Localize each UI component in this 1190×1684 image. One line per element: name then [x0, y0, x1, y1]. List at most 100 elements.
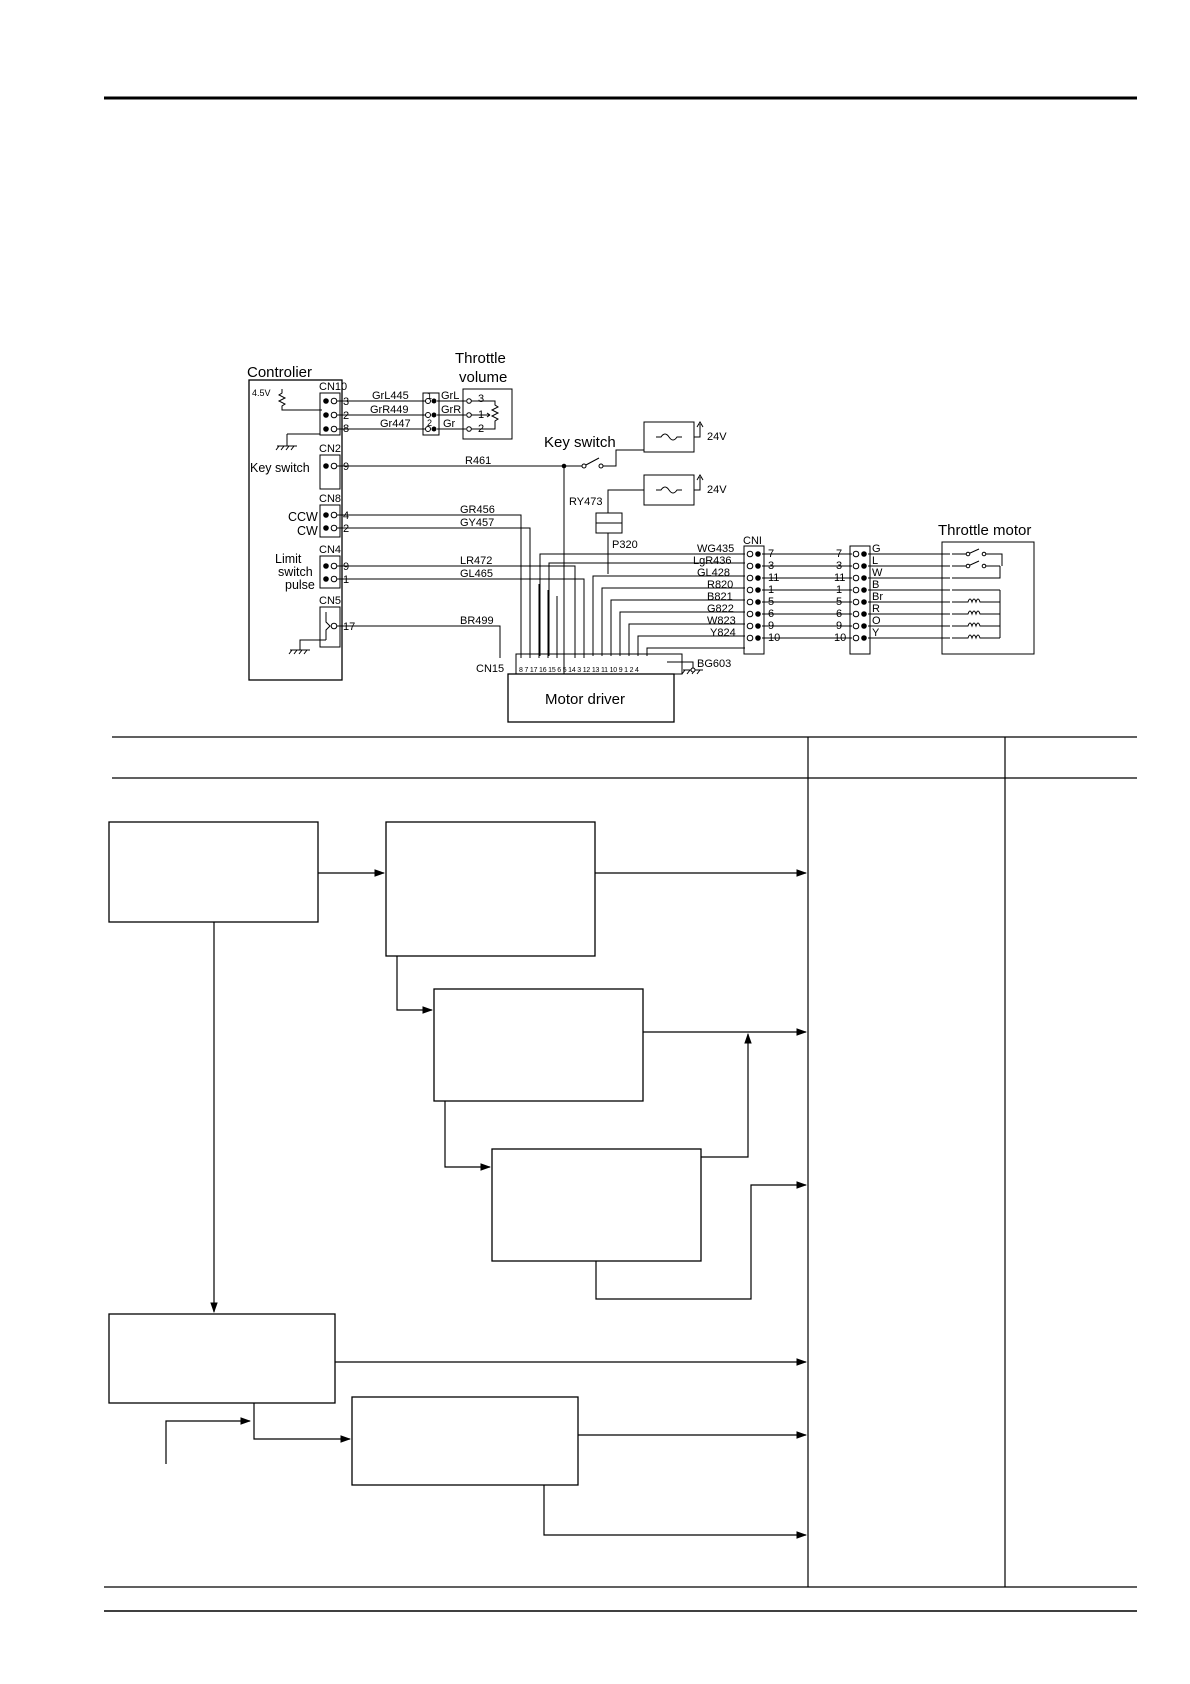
- tv-wire-grr: GrR: [441, 404, 461, 416]
- arrow-box6-down: [543, 1485, 808, 1539]
- wire-br499: BR499: [460, 615, 494, 627]
- arrow-box3-to-box4: [444, 1101, 492, 1171]
- arrow-input-to-box5: [165, 1417, 252, 1464]
- cn4-pin-9: 9: [343, 561, 349, 573]
- motor-color-l: L: [872, 555, 878, 567]
- key-switch-label: Key switch: [544, 434, 616, 451]
- motor-wire-4: R820: [707, 579, 733, 591]
- motor-harness: [539, 553, 745, 656]
- throttle-volume-label-1: Throttle: [455, 350, 506, 367]
- controller-box: [248, 379, 343, 681]
- tv-pin-1: 1: [427, 391, 432, 401]
- flow-box-5: [108, 1313, 336, 1404]
- cw-label: CW: [297, 524, 318, 538]
- ground-cn10: [275, 434, 297, 451]
- motor-wire-7: W823: [707, 615, 736, 627]
- switch-label: switch: [278, 565, 313, 579]
- cn15-pin-row: 8 7 17 16 15 6 5 14 3 12 13 11 10 9 1 2 …: [519, 667, 639, 674]
- voltage-24v-2: 24V: [707, 484, 727, 496]
- cn4-label: CN4: [319, 544, 341, 556]
- cn2-label: CN2: [319, 443, 341, 455]
- motor-color-y: Y: [872, 627, 880, 639]
- cn4-housing: [319, 555, 341, 589]
- cn2-pin-9: 9: [343, 461, 349, 473]
- motor-color-br: Br: [872, 591, 883, 603]
- wire-grl445: GrL445: [372, 390, 409, 402]
- key-switch-contact: [583, 449, 644, 467]
- flow-box-3: [433, 988, 644, 1102]
- cni-label: CNI: [743, 535, 762, 547]
- motor-driver-label: Motor driver: [545, 691, 625, 708]
- motor-coils: [952, 590, 1001, 640]
- motor-wire-8: Y824: [710, 627, 736, 639]
- motor-wire-3: GL428: [697, 567, 730, 579]
- motor-wire-6: G822: [707, 603, 734, 615]
- tv-pin-2: 2: [427, 418, 432, 428]
- voltage-24v-1: 24V: [707, 431, 727, 443]
- cn8-label: CN8: [319, 493, 341, 505]
- key-switch-side-label: Key switch: [250, 461, 310, 475]
- cni-right-pin-7: 7: [836, 548, 842, 560]
- tv-wire-gr: Gr: [443, 418, 456, 430]
- wiring-diagram: Controlier 4.5V CN10 3 2 8 GrL445 GrR449…: [247, 350, 1035, 723]
- cn8-housing: [319, 504, 341, 538]
- wire-gr456: GR456: [460, 504, 495, 516]
- cn2-housing: [319, 454, 341, 490]
- wire-gl465: GL465: [460, 568, 493, 580]
- flow-box-2: [385, 821, 596, 957]
- cni-contacts: [746, 550, 761, 642]
- cn4-pin-1: 1: [343, 574, 349, 586]
- wire-gy457: GY457: [460, 517, 494, 529]
- motor-wire-1: WG435: [697, 543, 734, 555]
- potentiometer: [471, 400, 500, 430]
- voltage-4-5v-label: 4.5V: [252, 388, 271, 398]
- cn10-pin-2: 2: [343, 410, 349, 422]
- cni-right-pin-3: 3: [836, 560, 842, 572]
- ccw-label: CCW: [288, 510, 318, 524]
- wire-p320: P320: [612, 539, 638, 551]
- cni-right-pin-1: 1: [836, 584, 842, 596]
- flowchart: [108, 821, 808, 1539]
- motor-color-r: R: [872, 603, 880, 615]
- wire-bg603: BG603: [697, 658, 731, 670]
- tv-wire-grl: GrL: [441, 390, 459, 402]
- cni-right-pin-11: 11: [834, 572, 845, 584]
- relay-ry473: RY473: [569, 496, 602, 508]
- cn5-label: CN5: [319, 595, 341, 607]
- cn5-housing: [319, 606, 341, 648]
- motor-side-housing: [849, 545, 871, 655]
- arrow-box5-to-box6: [253, 1403, 352, 1443]
- motor-switch-contacts: [952, 548, 1003, 591]
- controller-label: Controlier: [247, 364, 312, 381]
- pulse-label: pulse: [285, 578, 315, 592]
- motor-color-g: G: [872, 543, 881, 555]
- throttle-volume-label-2: volume: [459, 369, 507, 386]
- limit-label: Limit: [275, 552, 302, 566]
- flow-box-6: [351, 1396, 579, 1486]
- motor-color-o: O: [872, 615, 881, 627]
- cn8-pin-2: 2: [343, 523, 349, 535]
- wire-r461: R461: [465, 455, 491, 467]
- throttle-volume-box: [462, 388, 513, 440]
- motor-wire-2: LgR436: [693, 555, 732, 567]
- wire-lr472: LR472: [460, 555, 492, 567]
- cn8-pin-4: 4: [343, 510, 349, 522]
- table-frame: [104, 736, 1137, 1588]
- flow-box-1: [108, 821, 319, 923]
- cn10-pin-3: 3: [343, 396, 349, 408]
- motor-driver-box: [507, 673, 675, 723]
- throttle-motor-box: [941, 541, 1035, 655]
- wire-grr449: GrR449: [370, 404, 409, 416]
- cni-right-pin-9: 9: [836, 620, 842, 632]
- cn5-pin-17: 17: [343, 621, 355, 633]
- cni-right-pin-5: 5: [836, 596, 842, 608]
- motor-color-w: W: [872, 567, 883, 579]
- supply-resistor: [277, 389, 322, 411]
- arrow-box4-up: [701, 1032, 752, 1158]
- cni-right-pin-6: 6: [836, 608, 842, 620]
- cni-housing: [743, 545, 765, 655]
- motor-color-b: B: [872, 579, 879, 591]
- cn15-label: CN15: [476, 663, 504, 675]
- throttle-motor-label: Throttle motor: [938, 522, 1031, 539]
